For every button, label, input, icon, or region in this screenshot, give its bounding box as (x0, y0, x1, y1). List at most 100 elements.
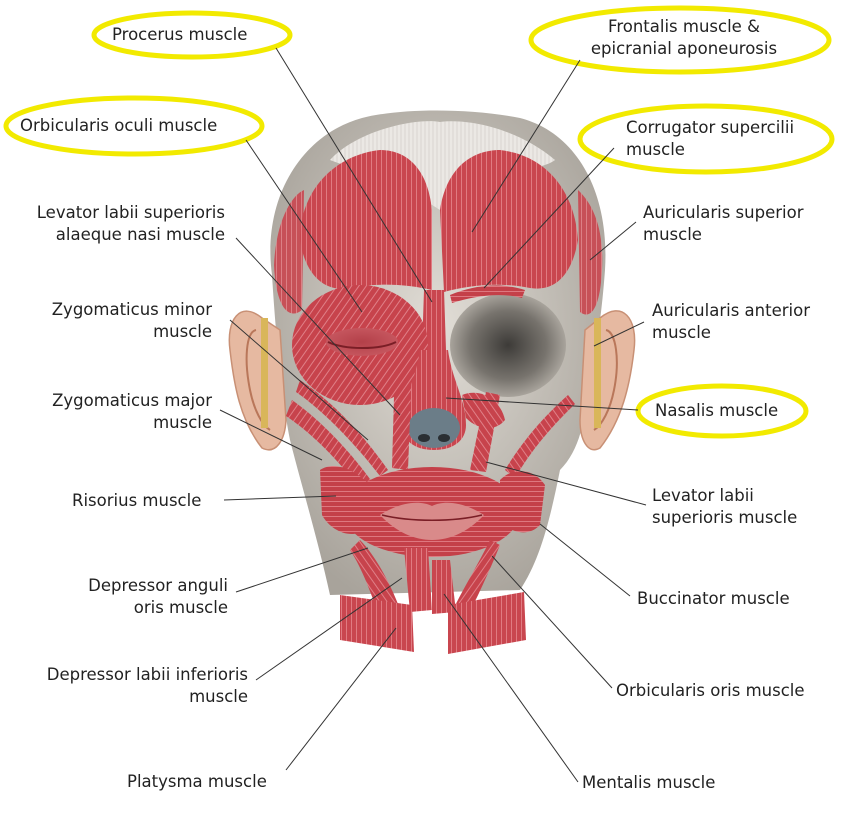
leader-procerus (275, 47, 433, 303)
label-line: Levator labii superioris (36, 203, 225, 222)
label-line: Mentalis muscle (582, 773, 716, 792)
label-depressor-labii: Depressor labii inferioris muscle (47, 664, 248, 708)
leader-auricularis-superior (589, 221, 637, 261)
leader-corrugator (483, 147, 615, 289)
label-corrugator: Corrugator supercilii muscle (626, 117, 794, 161)
platysma-left (340, 595, 414, 652)
label-nasalis: Nasalis muscle (655, 400, 778, 422)
frontalis-left (300, 150, 432, 290)
label-line: Nasalis muscle (655, 401, 779, 420)
right-nostril (438, 434, 450, 442)
label-line: Procerus muscle (112, 25, 248, 44)
label-risorius: Risorius muscle (72, 490, 201, 512)
frontalis-right (440, 150, 578, 292)
label-procerus: Procerus muscle (112, 24, 247, 46)
label-line: Orbicularis oculi muscle (20, 116, 218, 135)
label-orbicularis-oris: Orbicularis oris muscle (616, 680, 805, 702)
leader-levator-superioris (485, 461, 647, 506)
right-auricularis-anterior (594, 318, 601, 428)
label-levator-alaeque: Levator labii superioris alaeque nasi mu… (37, 202, 225, 246)
label-line: muscle (626, 140, 685, 159)
label-line: Zygomaticus major (52, 391, 212, 410)
label-orbicularis-oculi: Orbicularis oculi muscle (20, 115, 217, 137)
leader-mentalis (443, 593, 579, 783)
left-eye-closed (326, 328, 398, 356)
label-line: Risorius muscle (72, 491, 202, 510)
label-line: Zygomaticus minor (51, 300, 212, 319)
procerus (422, 290, 446, 350)
leader-orbicularis-oculi (245, 139, 363, 313)
label-line: Orbicularis oris muscle (616, 681, 805, 700)
right-ear (579, 310, 636, 451)
mouth-line (381, 514, 483, 521)
levator-alaeque-left (392, 360, 412, 470)
leader-nasalis (445, 397, 639, 411)
label-line: Auricularis superior (643, 203, 804, 222)
label-line: Levator labii (652, 486, 754, 505)
leader-levator-alaeque (235, 237, 401, 416)
label-line: Depressor labii inferioris (46, 665, 248, 684)
leader-zygomaticus-major (219, 409, 323, 461)
nose-cartilage (408, 408, 460, 448)
label-auricularis-superior: Auricularis superior muscle (643, 202, 803, 246)
leader-frontalis (471, 59, 581, 233)
temporalis-right (578, 190, 603, 315)
leader-buccinator (539, 523, 631, 597)
zygomaticus-minor-left (296, 380, 388, 476)
lips (380, 502, 484, 540)
leader-depressor-anguli (235, 547, 369, 593)
label-zygomaticus-major: Zygomaticus major muscle (52, 390, 212, 434)
label-zygomaticus-minor: Zygomaticus minor muscle (52, 299, 212, 343)
left-nostril (418, 434, 430, 442)
left-eyelid-line (327, 341, 397, 349)
depressor-anguli-right (450, 540, 500, 620)
temporalis-left (274, 190, 304, 314)
highlight-corrugator (577, 103, 835, 175)
label-platysma: Platysma muscle (127, 771, 267, 793)
label-levator-superioris: Levator labii superioris muscle (652, 485, 797, 529)
leader-risorius (223, 495, 337, 501)
leader-platysma (285, 627, 397, 771)
leader-orbicularis-oris (491, 555, 613, 689)
leader-zygomaticus-minor (229, 319, 369, 441)
label-mentalis: Mentalis muscle (582, 772, 715, 794)
label-line: muscle (153, 413, 212, 432)
head-figure (228, 110, 636, 654)
label-frontalis: Frontalis muscle & epicranial aponeurosi… (584, 16, 784, 60)
highlight-nasalis (635, 383, 809, 439)
label-line: alaeque nasi muscle (55, 225, 225, 244)
right-orbit (450, 293, 566, 397)
label-line: Auricularis anterior (652, 301, 810, 320)
label-line: Platysma muscle (127, 772, 267, 791)
highlight-ellipses (3, 5, 835, 439)
label-line: oris muscle (133, 598, 228, 617)
label-depressor-anguli: Depressor anguli oris muscle (88, 575, 228, 619)
depressor-labii-left (404, 548, 432, 612)
highlight-orbicularis-oculi (3, 95, 265, 157)
leader-lines (219, 47, 647, 783)
label-line: muscle (652, 323, 711, 342)
highlight-procerus (91, 10, 293, 60)
leader-depressor-labii (255, 577, 403, 681)
highlight-frontalis (528, 5, 832, 75)
label-line: Corrugator supercilii (626, 118, 795, 137)
label-line: muscle (153, 322, 212, 341)
zygomaticus-right (505, 395, 575, 478)
mentalis (432, 560, 456, 614)
label-buccinator: Buccinator muscle (637, 588, 790, 610)
label-line: superioris muscle (652, 508, 798, 527)
label-auricularis-anterior: Auricularis anterior muscle (652, 300, 810, 344)
label-line: muscle (189, 687, 248, 706)
epicranial-aponeurosis (330, 121, 555, 210)
label-line: Frontalis muscle & (608, 17, 760, 36)
leader-auricularis-anterior (593, 321, 645, 347)
label-line: Depressor anguli (88, 576, 228, 595)
levator-labii-right (470, 392, 500, 472)
label-line: epicranial aponeurosis (590, 39, 778, 58)
left-auricularis-anterior (261, 318, 268, 428)
label-line: muscle (643, 225, 702, 244)
platysma-right (448, 592, 526, 654)
corrugator-right (450, 285, 525, 303)
